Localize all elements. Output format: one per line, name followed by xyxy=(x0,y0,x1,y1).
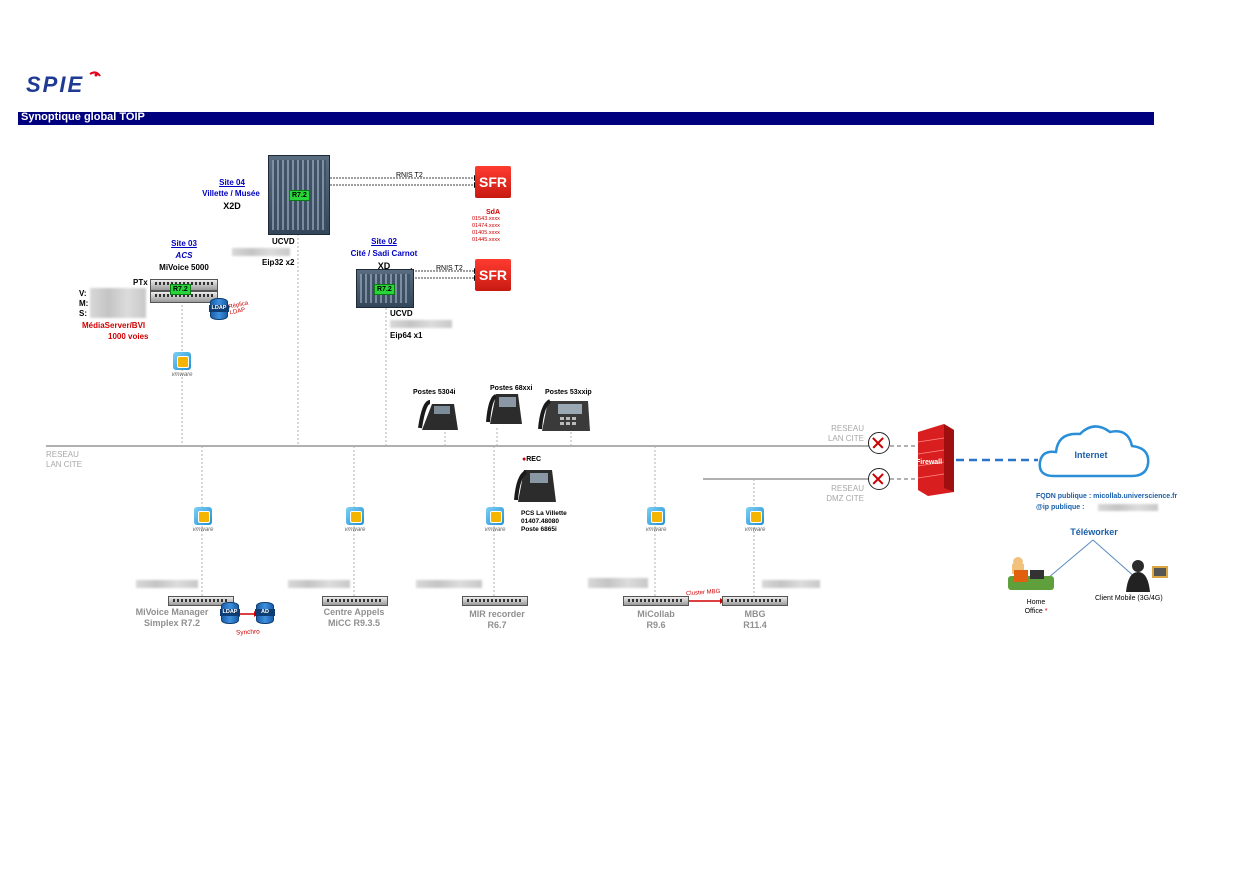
redacted-value xyxy=(762,580,820,588)
redacted-value xyxy=(232,248,290,256)
rnis-label-bottom: RNIS T2 xyxy=(436,265,463,272)
site03-voies: 1000 voies xyxy=(108,332,149,341)
phone-label-53xxip: Postes 53xxip xyxy=(545,389,592,396)
vmware-icon: vmware xyxy=(643,507,669,539)
server-micollab xyxy=(623,596,689,606)
site02-link[interactable]: Site 02 xyxy=(371,237,397,246)
sfr-logo-bottom: SFR xyxy=(475,259,511,291)
rec-label: ●REC xyxy=(522,456,542,463)
lan-router-icon xyxy=(868,432,890,454)
title-bar: Synoptique global TOIP xyxy=(18,111,1154,125)
home-office-icon xyxy=(1008,557,1054,590)
phone-label-5304i: Postes 5304i xyxy=(413,389,456,396)
page-title: Synoptique global TOIP xyxy=(21,111,145,123)
phone-5304i-icon xyxy=(418,400,458,430)
spie-logo: SPIE xyxy=(26,71,101,97)
phone-label-68xxi: Postes 68xxi xyxy=(490,385,533,392)
ldap-database-icon: LDAP xyxy=(209,298,229,320)
sda-number: 01405.xxxx xyxy=(472,230,500,236)
internet-label: Internet xyxy=(1074,450,1108,460)
sda-number: 01445.xxxx xyxy=(472,237,500,243)
site02-name: Cité / Sadi Carnot xyxy=(350,249,418,258)
redacted-value xyxy=(588,578,648,588)
site03-release-badge: R7.2 xyxy=(170,284,191,295)
vmware-icon: vmware xyxy=(342,507,368,539)
site04-release-badge: R7.2 xyxy=(289,190,310,201)
site02-release-badge: R7.2 xyxy=(374,284,395,295)
site04-ucvd: UCVD xyxy=(272,237,295,246)
ldap-database-icon: LDAP xyxy=(220,602,240,624)
teleworker-label: Téléworker xyxy=(1070,527,1118,537)
phone-53xxip-icon xyxy=(538,399,590,431)
redacted-value xyxy=(416,580,482,588)
server-mbg xyxy=(722,596,788,606)
mobile-client-icon xyxy=(1126,560,1168,592)
site02-model: XD xyxy=(377,261,391,271)
sda-number: 01474.xxxx xyxy=(472,223,500,229)
home-office-label: Home Office * xyxy=(1024,599,1048,615)
server-mir-recorder xyxy=(462,596,528,606)
site03-v: V: xyxy=(79,289,87,298)
site04-model: X2D xyxy=(223,201,241,211)
site04-pbx-cabinet xyxy=(268,155,330,235)
firewall-icon xyxy=(917,424,954,496)
vmware-icon: vmware xyxy=(742,507,768,539)
site02-ucvd: UCVD xyxy=(390,309,413,318)
server-mivoice-manager xyxy=(168,596,234,606)
redacted-value xyxy=(1098,504,1158,511)
site02-eip: Eip64 x1 xyxy=(390,331,423,340)
fqdn-label: FQDN publique : micollab.universcience.f… xyxy=(1036,493,1178,500)
site03-s: S: xyxy=(79,309,87,318)
site03-m: M: xyxy=(79,299,89,308)
phone-68xxi-icon xyxy=(486,394,522,424)
sda-title: SdA xyxy=(486,209,500,216)
pcs-phone-icon xyxy=(514,470,556,502)
site03-ptx: PTx xyxy=(133,278,148,287)
site03-link[interactable]: Site 03 xyxy=(171,239,197,248)
vmware-icon: vmware xyxy=(169,352,195,384)
redacted-value xyxy=(90,288,146,318)
redacted-value xyxy=(136,580,198,588)
mobile-client-label: Client Mobile (3G/4G) xyxy=(1095,595,1163,602)
rnis-label-top: RNIS T2 xyxy=(396,172,423,179)
public-ip-label: @ip publique : xyxy=(1036,504,1085,511)
dmz-router-icon xyxy=(868,468,890,490)
site03-name: ACS xyxy=(175,251,193,260)
sda-list: 01543.xxxx 01474.xxxx 01405.xxxx 01445.x… xyxy=(472,216,500,244)
vmware-icon: vmware xyxy=(482,507,508,539)
redacted-value xyxy=(288,580,350,588)
site04-link[interactable]: Site 04 xyxy=(219,178,245,187)
internet-cloud-icon xyxy=(1038,425,1150,478)
site04-name: Villette / Musée xyxy=(202,189,260,198)
ad-database-icon: AD xyxy=(255,602,275,624)
site04-eip: Eip32 x2 xyxy=(262,258,295,267)
site03-model: MiVoice 5000 xyxy=(159,263,209,272)
redacted-value xyxy=(390,320,452,328)
vmware-icon: vmware xyxy=(190,507,216,539)
sfr-logo-top: SFR xyxy=(475,166,511,198)
svg-text:SPIE: SPIE xyxy=(26,72,84,97)
sda-number: 01543.xxxx xyxy=(472,216,500,222)
site02-pbx-cabinet xyxy=(356,269,414,308)
server-centre-appels xyxy=(322,596,388,606)
site03-mediaserver: MédiaServer/BVI xyxy=(82,321,146,330)
firewall-label: Firewall xyxy=(916,459,943,466)
synchro-label: Synchro xyxy=(235,628,261,637)
